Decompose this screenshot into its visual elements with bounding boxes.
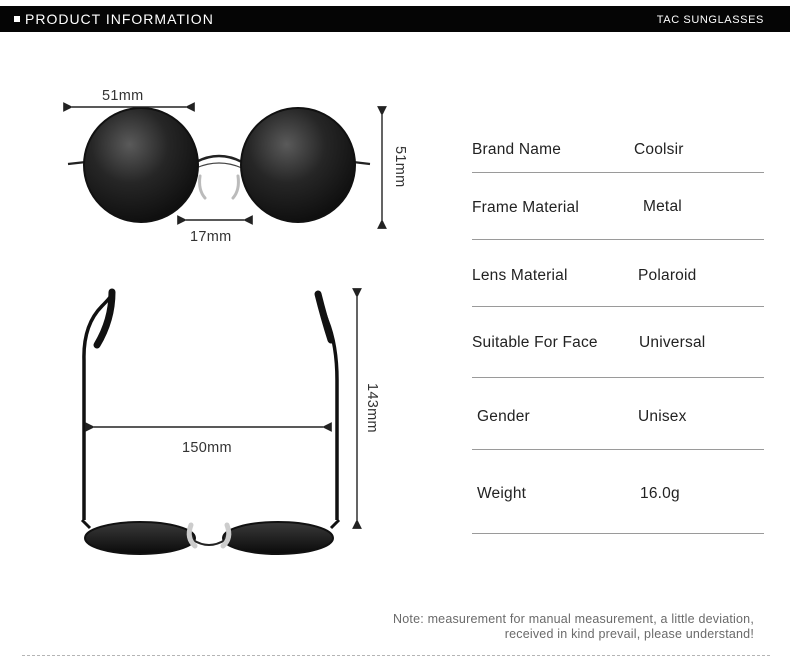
left-hinge-top	[80, 518, 92, 530]
lens-width-label: 51mm	[102, 88, 144, 104]
spec-divider	[472, 172, 764, 173]
front-view	[63, 102, 387, 229]
bridge-lower	[195, 162, 243, 169]
left-lens-top	[84, 521, 196, 555]
bridge-top	[192, 539, 226, 546]
spec-row-lens-material: Lens Material Polaroid	[472, 239, 764, 307]
spec-value: 16.0g	[640, 485, 680, 502]
spec-row-gender: Gender Unisex	[472, 377, 764, 450]
measurement-note: Note: measurement for manual measurement…	[393, 612, 754, 642]
spec-label: Weight	[477, 485, 527, 502]
right-nose-pad-top	[220, 522, 232, 549]
right-hinge-top	[329, 518, 341, 530]
spec-label: Brand Name	[472, 141, 562, 158]
note-line-1: Note: measurement for manual measurement…	[393, 612, 754, 626]
spec-divider	[472, 239, 764, 240]
bottom-dashed-divider	[22, 655, 770, 656]
header-title: PRODUCT INFORMATION	[25, 11, 214, 27]
spec-divider	[472, 533, 764, 534]
bridge	[195, 154, 243, 164]
temple-length-label: 143mm	[364, 383, 380, 433]
left-nose-pad	[198, 174, 207, 200]
header-bar: PRODUCT INFORMATION TAC SUNGLASSES	[0, 6, 790, 32]
top-view	[80, 288, 362, 555]
header-brand: TAC SUNGLASSES	[656, 14, 764, 26]
spec-value: Universal	[639, 334, 706, 351]
right-nose-pad	[231, 174, 240, 200]
spec-label: Suitable For Face	[472, 334, 598, 351]
spec-value: Polaroid	[638, 267, 697, 284]
spec-value: Unisex	[638, 408, 687, 425]
spec-label: Frame Material	[472, 199, 580, 216]
spec-row-face: Suitable For Face Universal	[472, 306, 764, 378]
lens-height-label: 51mm	[392, 146, 408, 188]
spec-row-brand: Brand Name Coolsir	[472, 112, 764, 173]
spec-label: Lens Material	[472, 267, 568, 284]
note-line-2: received in kind prevail, please underst…	[504, 627, 754, 641]
frame-width-label: 150mm	[182, 440, 232, 456]
spec-value: Metal	[643, 198, 682, 215]
left-lens	[83, 107, 199, 223]
spec-value: Coolsir	[634, 141, 684, 158]
right-temple-tip	[314, 290, 335, 344]
spec-divider	[472, 449, 764, 450]
spec-divider	[472, 306, 764, 307]
bridge-width-label: 17mm	[190, 229, 232, 245]
header-bullet-icon	[14, 16, 20, 22]
spec-divider	[472, 377, 764, 378]
spec-row-weight: Weight 16.0g	[472, 449, 764, 534]
spec-row-frame-material: Frame Material Metal	[472, 172, 764, 240]
left-hinge	[67, 160, 87, 166]
right-lens	[240, 107, 356, 223]
left-nose-pad-top	[186, 522, 198, 549]
spec-label: Gender	[477, 408, 530, 425]
left-temple-tip	[93, 288, 116, 349]
right-lens-top	[222, 521, 334, 555]
